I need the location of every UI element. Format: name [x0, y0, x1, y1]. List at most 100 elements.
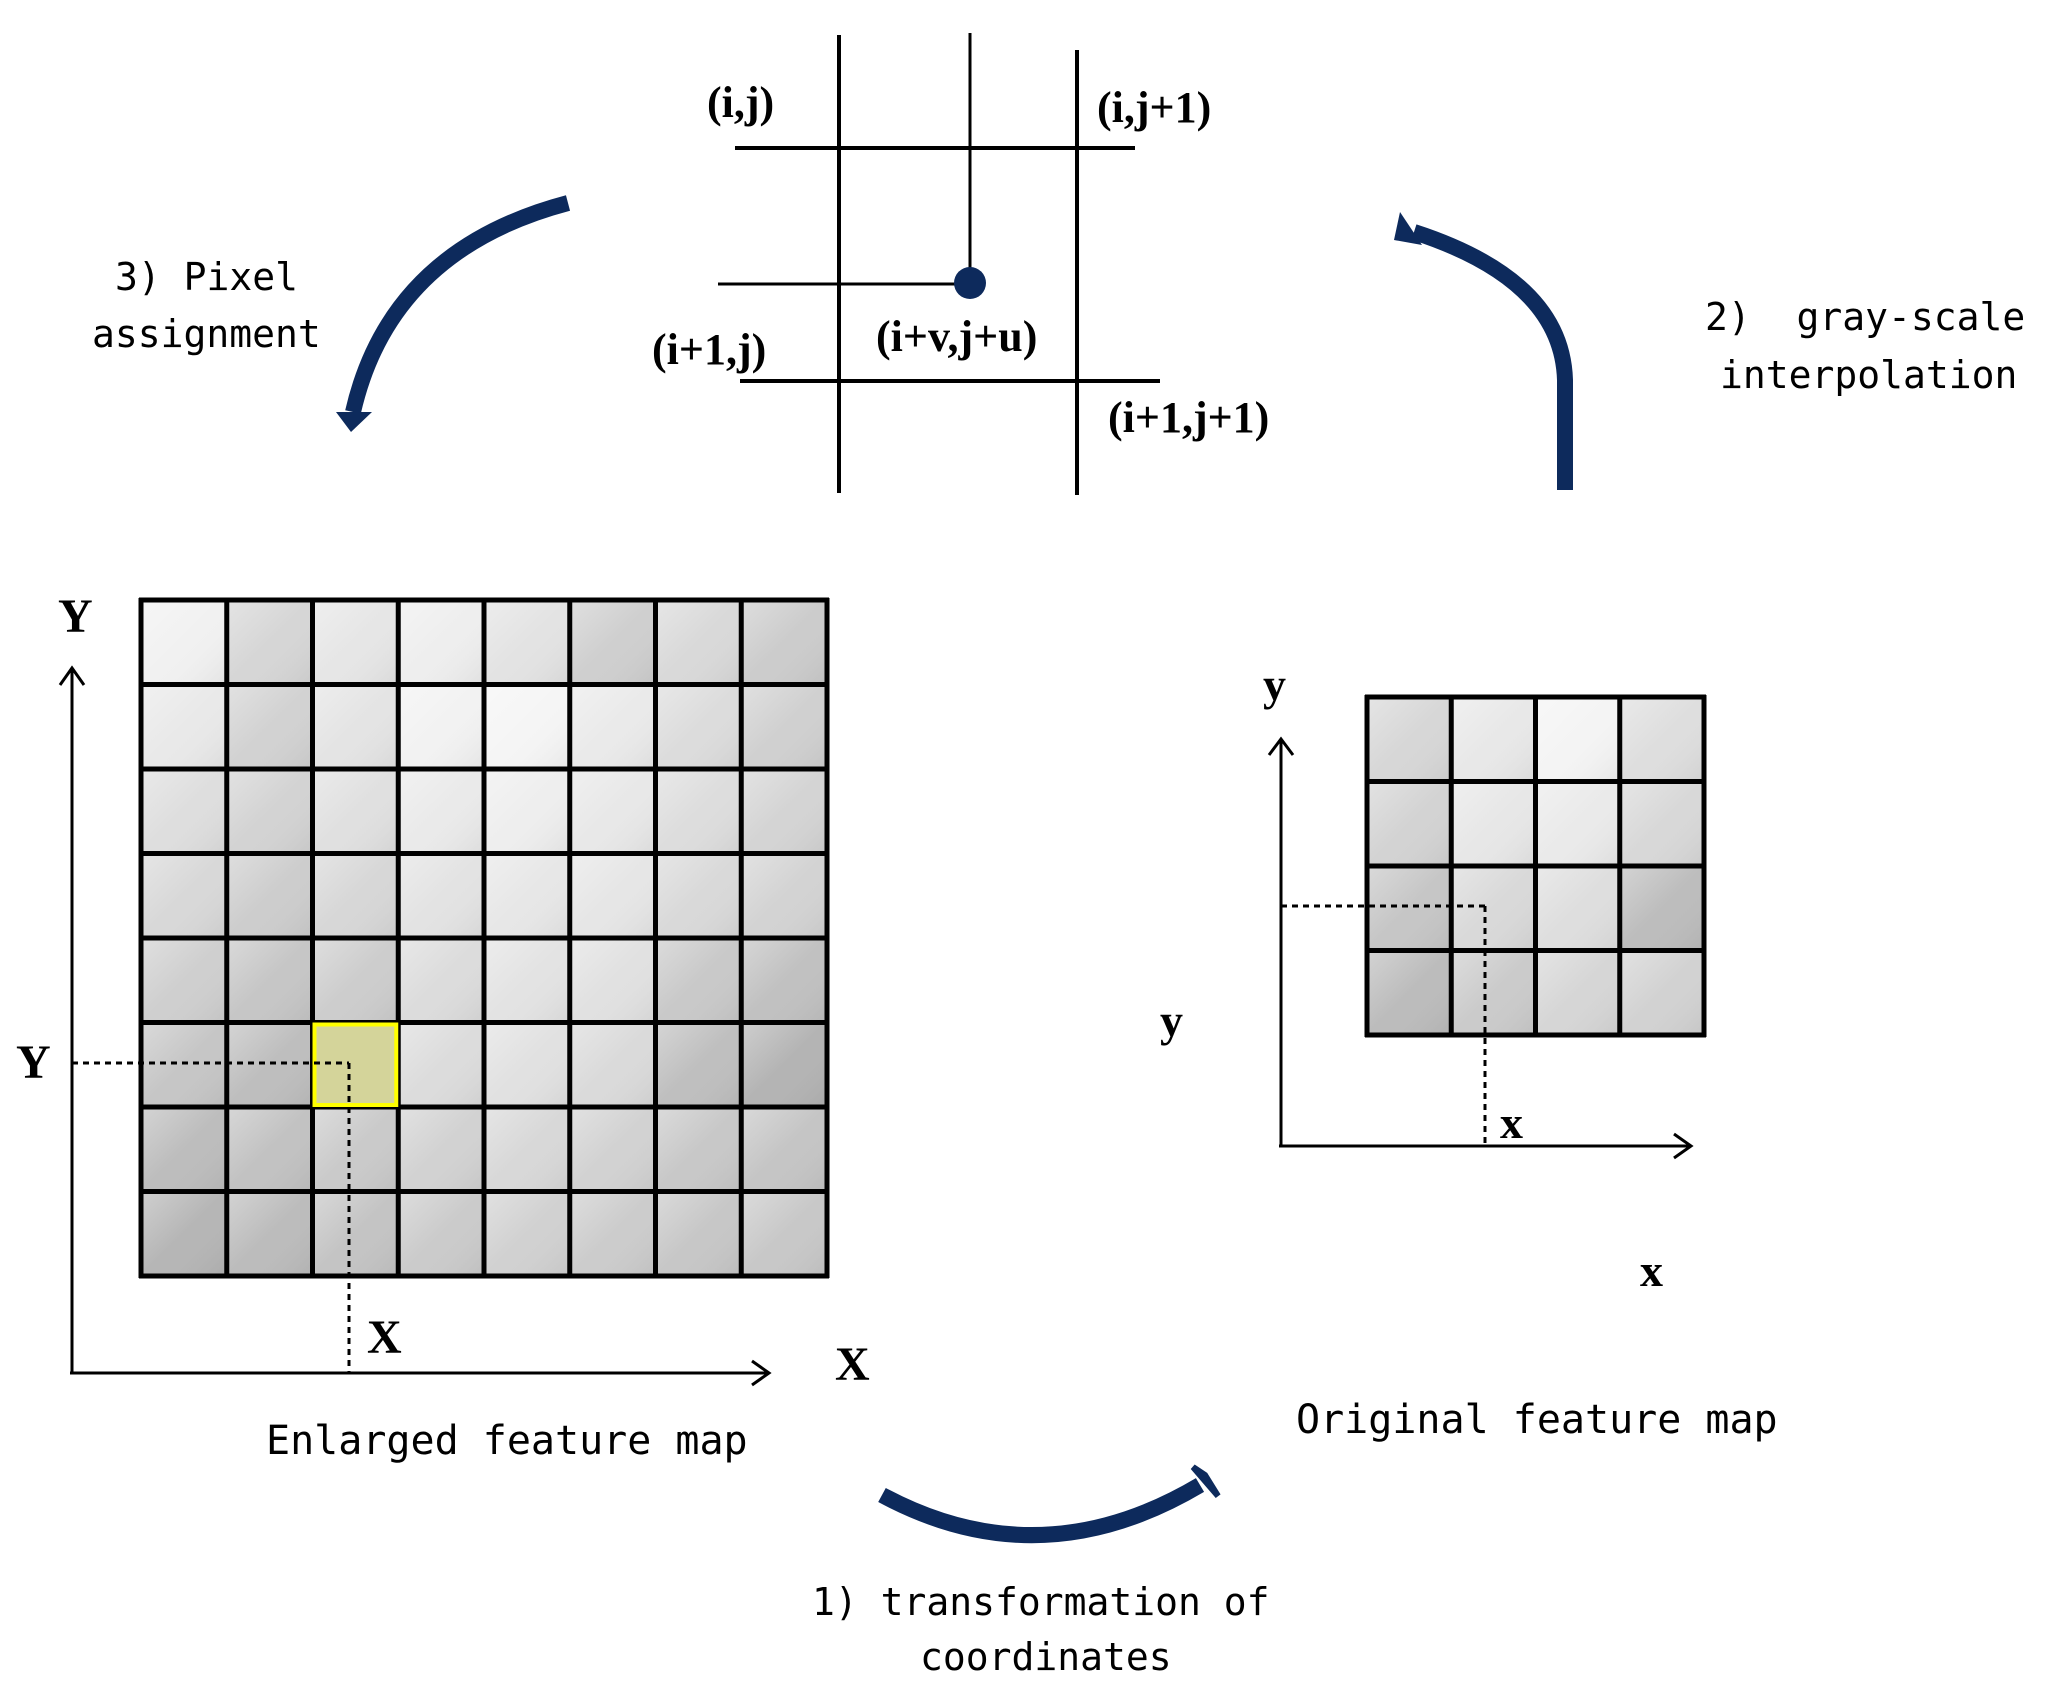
enlarged-map-cell-shading: [569, 1107, 656, 1192]
enlarged-map-cell-shading: [226, 1022, 313, 1107]
original-map-cell-shading: [1367, 781, 1452, 866]
enlarged-map-cell-shading: [141, 769, 227, 854]
enlarged-map-cell-shading: [226, 769, 313, 854]
enlarged-feature-map: Y X Y X Enlarged feature map: [16, 590, 870, 1464]
enlarged-map-cell-shading: [312, 1191, 399, 1276]
enlarged-map-cell-shading: [484, 600, 570, 685]
original-map-cell-shading: [1535, 781, 1620, 866]
original-feature-map: y y x x Original feature map: [1160, 659, 1778, 1443]
step1-label-line2: coordinates: [920, 1635, 1172, 1679]
original-map-cells: [1364, 694, 1707, 1038]
enlarged-map-cell-shading: [484, 1022, 570, 1107]
enlarged-map-caption: Enlarged feature map: [266, 1418, 748, 1464]
enlarged-map-cell-shading: [141, 1022, 227, 1107]
step3-label-line2: assignment: [92, 312, 321, 356]
curved-arrow-icon: [878, 1478, 1205, 1544]
original-axis-x-label: x: [1640, 1245, 1663, 1296]
enlarged-map-cell-shading: [569, 853, 656, 938]
enlarged-map-cell-shading: [569, 600, 656, 685]
arrow-transformation-of-coordinates: [878, 1464, 1221, 1544]
enlarged-map-cell-shading: [484, 769, 570, 854]
enlarged-point-y-label: Y: [16, 1036, 51, 1089]
enlarged-map-cell-shading: [398, 938, 484, 1023]
original-map-caption: Original feature map: [1296, 1397, 1778, 1443]
enlarged-map-cells: [138, 597, 830, 1279]
arrow-head-icon: [1394, 212, 1422, 245]
enlarged-y-axis-arrow-icon: [58, 665, 86, 686]
enlarged-map-cell-shading: [484, 853, 570, 938]
original-map-cell-shading: [1535, 950, 1620, 1035]
enlarged-map-cell-shading: [484, 1191, 570, 1276]
original-map-cell-shading: [1367, 950, 1452, 1035]
enlarged-axis-x-label: X: [835, 1338, 870, 1391]
enlarged-map-cell-shading: [226, 1191, 313, 1276]
enlarged-map-cell-shading: [141, 600, 227, 685]
original-axis-y-label: y: [1263, 659, 1286, 710]
enlarged-map-cell-shading: [398, 684, 484, 769]
arrow-pixel-assignment: [336, 195, 571, 432]
enlarged-map-cell-shading: [484, 938, 570, 1023]
label-point: (i+v,j+u): [876, 312, 1037, 361]
enlarged-map-cell-shading: [141, 1107, 227, 1192]
label-top-right: (i,j+1): [1097, 83, 1211, 132]
arrow-head-icon: [336, 412, 372, 432]
original-map-cell-shading: [1619, 697, 1704, 782]
enlarged-map-cell-shading: [141, 938, 227, 1023]
arrow-gray-scale-interpolation: [1394, 212, 1573, 490]
original-point-x-label: x: [1500, 1097, 1523, 1148]
arrow-head-icon: [1190, 1464, 1221, 1498]
enlarged-axis-y-label: Y: [58, 590, 93, 643]
enlarged-map-cell-shading: [741, 684, 827, 769]
enlarged-map-cell-shading: [741, 769, 827, 854]
enlarged-map-cell-shading: [398, 1191, 484, 1276]
enlarged-map-cell-shading: [398, 1022, 484, 1107]
enlarged-map-cell-shading: [141, 1191, 227, 1276]
enlarged-map-cell-shading: [741, 600, 827, 685]
enlarged-map-cell-shading: [312, 600, 399, 685]
enlarged-map-cell-shading: [312, 769, 399, 854]
curved-arrow-icon: [345, 195, 571, 414]
original-point-y-label: y: [1160, 995, 1183, 1046]
enlarged-x-axis-arrow-icon: [751, 1359, 772, 1387]
enlarged-map-cell-shading: [312, 853, 399, 938]
step2-label-line2: interpolation: [1720, 353, 2017, 397]
original-map-cell-shading: [1451, 866, 1536, 951]
enlarged-map-cell-shading: [484, 684, 570, 769]
original-map-cell-shading: [1367, 866, 1452, 951]
enlarged-map-cell-shading: [655, 684, 742, 769]
enlarged-map-cell-shading: [226, 600, 313, 685]
original-map-cell-shading: [1367, 697, 1452, 782]
enlarged-point-x-label: X: [367, 1311, 402, 1364]
original-x-axis-arrow-icon: [1673, 1132, 1694, 1160]
label-top-left: (i,j): [707, 78, 774, 127]
step1-label-line1: 1) transformation of: [812, 1580, 1270, 1624]
enlarged-map-cell-shading: [484, 1107, 570, 1192]
original-map-cell-shading: [1619, 866, 1704, 951]
enlarged-map-cell-shading: [741, 938, 827, 1023]
enlarged-map-cell-shading: [569, 684, 656, 769]
enlarged-map-cell-shading: [398, 1107, 484, 1192]
enlarged-map-cell-shading: [655, 600, 742, 685]
step3-label-line1: 3) Pixel: [115, 255, 298, 299]
enlarged-map-cell-shading: [312, 1107, 399, 1192]
interpolation-grid: (i,j) (i,j+1) (i+1,j) (i+v,j+u) (i+1,j+1…: [652, 33, 1269, 495]
enlarged-map-cell-shading: [655, 938, 742, 1023]
enlarged-map-cell-shading: [312, 938, 399, 1023]
original-map-cell-shading: [1619, 781, 1704, 866]
original-map-cell-shading: [1535, 697, 1620, 782]
step2-label-line1: 2) gray-scale: [1705, 295, 2025, 339]
enlarged-map-cell-shading: [141, 853, 227, 938]
original-map-cell-shading: [1619, 950, 1704, 1035]
enlarged-map-cell-shading: [569, 1191, 656, 1276]
enlarged-map-cell-shading: [141, 684, 227, 769]
label-bottom-left: (i+1,j): [652, 325, 766, 374]
enlarged-map-cell-shading: [655, 1107, 742, 1192]
enlarged-map-cell-shading: [741, 1022, 827, 1107]
enlarged-map-cell-shading: [226, 1107, 313, 1192]
enlarged-map-cell-shading: [226, 938, 313, 1023]
enlarged-map-cell-shading: [226, 684, 313, 769]
interpolated-point: [954, 267, 986, 299]
enlarged-map-cell-shading: [741, 853, 827, 938]
original-y-axis-arrow-icon: [1267, 736, 1295, 756]
